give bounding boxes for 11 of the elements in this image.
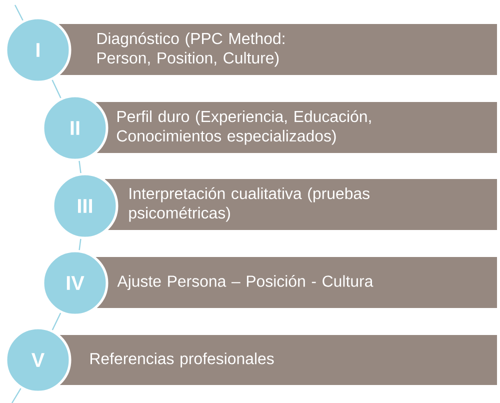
step-text: Referencias profesionales (90, 352, 274, 368)
step-text: Interpretación cualitativa (pruebas psicométricas) (129, 187, 370, 222)
connector-line (78, 160, 82, 174)
connector-line (11, 388, 22, 403)
connector-line (78, 238, 82, 250)
step-text: Diagnóstico (PPC Method: Person, Position, Culture) (98, 32, 284, 67)
step-text: Perfil duro (Experiencia, Educación, Conocimientos especializados) (117, 110, 371, 145)
connector-line (52, 80, 62, 98)
connector-line (14, 4, 24, 21)
step-text: Ajuste Persona – Posición - Cultura (117, 274, 374, 290)
connector-line (52, 312, 62, 330)
